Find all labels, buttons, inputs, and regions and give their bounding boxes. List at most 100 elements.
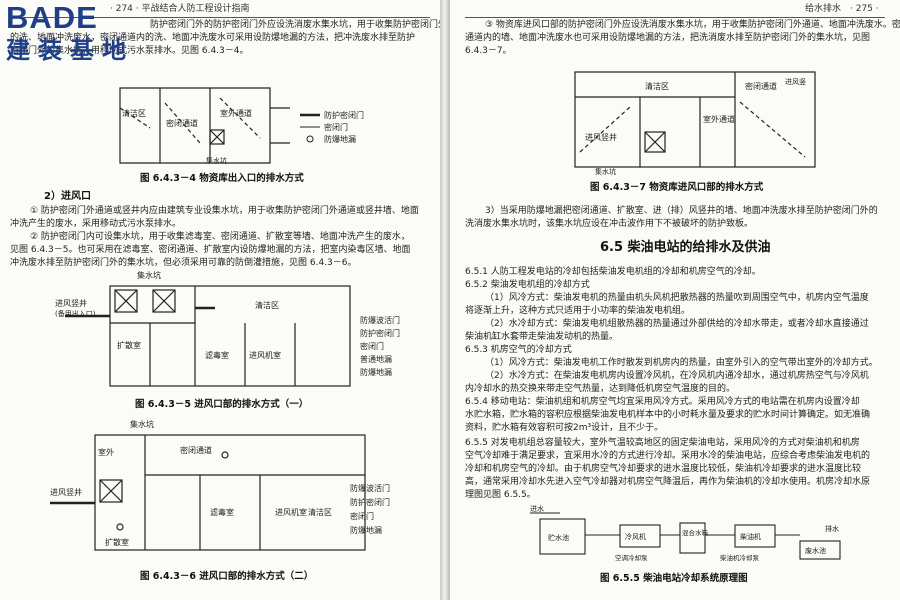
right-page-header: 给水排水	[805, 4, 842, 14]
figure-caption-6-4-3-6: 图 6.4.3－6 进风口部的排水方式（二）	[140, 571, 314, 582]
fig5-label-out: 排水	[825, 524, 839, 533]
body-line: 理图见图 6.5.5。	[465, 490, 536, 500]
figure-caption-6-4-3-4: 图 6.4.3－4 物资库出入口的排水方式	[140, 173, 304, 184]
body-line: 柴油机缸水套带走柴油发动机的热量。	[465, 332, 619, 342]
fig1-label-clean: 清洁区	[122, 108, 146, 118]
book-gutter	[440, 0, 450, 600]
section-6-5-title: 6.5 柴油电站的给排水及供油	[600, 240, 771, 255]
fig2-label-expansion: 扩散室	[117, 340, 141, 350]
body-line: 6.5.4 移动电站：柴油机组和机房空气均宜采用风冷方式。采用风冷方式的电站需在…	[465, 397, 860, 407]
right-page-number: · 275 ·	[850, 4, 879, 14]
fig1-label-pit: 集水坑	[206, 156, 227, 165]
figure-6-5-5: 进水 贮水池 冷风机 空调冷却泵 混合水箱 柴油机 柴油机冷却泵 废水池 排水	[530, 504, 841, 562]
fig4-label-corridor: 密闭通道	[745, 81, 777, 91]
body-line: 高，通常采用冷却水先进入空气冷却器对机房空气降温后，再作为柴油机的冷却水使用。机…	[465, 477, 871, 487]
fig2-legend-4: 普通地漏	[360, 354, 392, 364]
brand-logo: BADE 建装基地	[6, 0, 134, 65]
figure-caption-6-4-3-7: 图 6.4.3－7 物资库进风口部的排水方式	[590, 182, 764, 193]
p4-line-1: 3）当采用防爆地漏把密闭通道、扩散室、进（排）风竖井的墙、地面冲洗废水排至防护密…	[485, 206, 878, 216]
fig5-label-dpump: 柴油机冷却泵	[720, 553, 760, 562]
fig1-legend-1: 防护密闭门	[324, 110, 364, 120]
body-line: 资料，贮水箱有效容积可按2m³设计，且不少于。	[465, 423, 664, 433]
fig3-label-clean: 清洁区	[308, 507, 332, 517]
fig3-legend-4: 防爆地漏	[350, 525, 382, 535]
body-line: 水贮水箱，贮水箱的容积应根据柴油发电机样本中的小时耗水量及要求的贮水时间计算确定…	[465, 410, 871, 420]
p3-line-3: 6.4.3－7。	[465, 46, 512, 56]
fig1-legend-2: 密闭门	[324, 122, 348, 132]
fig2-legend-5: 防爆地漏	[360, 367, 392, 377]
fig3-label-expansion: 扩散室	[105, 537, 129, 547]
p3-line-1: ③ 物资库进风口部的防护密闭门外应设洗消废水集水坑，用于收集防护密闭门外通道、地…	[485, 20, 900, 30]
section-air-intake-title: 2）进风口	[44, 191, 91, 202]
fig5-label-drain: 废水池	[805, 546, 826, 555]
header-rule	[20, 17, 430, 18]
fig1-legend-3: 防爆地漏	[324, 134, 356, 144]
figure-6-4-3-6: 集水坑 密闭通道 室外 进风竖井 扩散室 滤毒室 进风机室 清洁区 防爆波活门 …	[50, 419, 390, 551]
fig2-legend-2: 防护密闭门	[360, 328, 400, 338]
figure-6-4-3-7: 清洁区 密闭通道 室外通道 进风竖井 集水坑 进风竖	[574, 71, 816, 176]
body-line: 6.5.5 对发电机组总容量较大，室外气温较高地区的固定柴油电站，采用风冷的方式…	[465, 438, 860, 448]
p3-line-2: 通道内的墙、地面冲洗废水也可采用设防爆地漏的方法，把洗消废水排至防护密闭门外的集…	[465, 33, 871, 43]
fig2-label-clean: 清洁区	[255, 300, 279, 310]
fig3-label-pit: 集水坑	[130, 419, 154, 429]
sec2-line-3: ② 防护密闭门内可设集水坑，用于收集滤毒室、密闭通道、扩散室等墙、地面冲洗产生的…	[30, 232, 410, 242]
fig3-legend: 防爆波活门 防护密闭门 密闭门 防爆地漏	[350, 483, 390, 535]
fig4-label-pit: 集水坑	[595, 167, 616, 176]
legend-drain-mark	[306, 135, 314, 143]
body-line: 6.5.2 柴油发电机组的冷却方式	[465, 280, 590, 290]
body-line: 空气冷却难于满足要求，宜采用水冷的方式进行冷却。采用水冷的柴油电站，应综合考虑柴…	[465, 451, 871, 461]
fig4-label-clean: 清洁区	[645, 81, 669, 91]
fig5-label-mixer: 混合水箱	[682, 528, 709, 537]
right-page: 给水排水 · 275 · ③ 物资库进风口部的防护密闭门外应设洗消废水集水坑，用…	[450, 0, 900, 600]
fig5-label-in: 进水	[530, 504, 544, 513]
fig2-legend-3: 密闭门	[360, 341, 384, 351]
fig4-label-wall: 进风竖	[785, 77, 806, 86]
fig2-label-pit: 集水坑	[137, 270, 161, 280]
figure-6-4-3-5: 集水坑 进风竖井 (备用出入口) 扩散室 滤毒室 清洁区 进风机室 防爆波活门 …	[55, 270, 400, 387]
sec2-line-2: 冲洗产生的废水，采用移动式污水泵排水。	[10, 219, 182, 229]
fig2-label-filter: 滤毒室	[205, 350, 229, 360]
sec2-line-5: 冲洗废水排至防护密闭门外的集水坑，但必须采用可靠的防倒灌措施，见图 6.4.3－…	[10, 258, 357, 268]
fig3-label-outdoor: 室外	[98, 447, 114, 457]
left-page-header: · 274 · 平战结合人防工程设计指南	[110, 4, 250, 14]
brand-logo-chinese: 建装基地	[6, 36, 134, 64]
body-line: 内冷却水的热交换来带走空气热量，达到降低机房空气温度的目的。	[465, 384, 736, 394]
fig3-label-shaft: 进风竖井	[50, 487, 82, 497]
left-page: · 274 · 平战结合人防工程设计指南 防护密闭门外的防护密闭门外应设洗消废水…	[0, 0, 440, 600]
fig3-legend-2: 防护密闭门	[350, 497, 390, 507]
body-line: 6.5.1 人防工程发电站的冷却包括柴油发电机组的冷却和机房空气的冷却。	[465, 267, 761, 277]
fig2-label-fanroom: 进风机室	[249, 350, 281, 360]
body-line: 6.5.3 机房空气的冷却方式	[465, 345, 572, 355]
p4-line-2: 洗消废水集水坑时，该集水坑应设在冲击波作用下不被破坏的防护致板。	[465, 219, 754, 229]
fig2-label-shaft-note: (备用出入口)	[55, 309, 96, 318]
sec2-line-1: ① 防护密闭门外通道或竖井内应由建筑专业设集水坑，用于收集防护密闭门外通道或竖井…	[30, 206, 419, 216]
fig2-legend-1: 防爆波活门	[360, 315, 400, 325]
fig3-legend-1: 防爆波活门	[350, 483, 390, 493]
figure-caption-6-4-3-5: 图 6.4.3－5 进风口部的排水方式（一）	[135, 399, 309, 410]
body-line: 将逐渐上升，这种方式只适用于小功率的柴油发电机组。	[465, 306, 691, 316]
fig2-legend: 防爆波活门 防护密闭门 密闭门 普通地漏 防爆地漏	[360, 315, 400, 377]
fig3-label-fanroom: 进风机室	[275, 507, 307, 517]
fig3-label-corridor: 密闭通道	[180, 445, 212, 455]
intro-line-3: 密闭门外的集水坑，用移动式污水泵排水。见图 6.4.3－4。	[10, 46, 249, 56]
intro-line-1: 防护密闭门外的防护密闭门外应设洗消废水集水坑，用于收集防护密闭门外通道	[150, 20, 440, 30]
fig5-label-pump: 空调冷却泵	[615, 553, 648, 562]
fig5-label-diesel: 柴油机	[740, 532, 761, 541]
fig5-label-cooler: 冷风机	[625, 532, 646, 541]
fig3-label-filter: 滤毒室	[210, 507, 234, 517]
fig1-label-corridor: 密闭通道	[166, 118, 198, 128]
body-line: 冷却和机房空气的冷却。由于机房空气冷却要求的进水温度比较低，柴油机冷却要求的进水…	[465, 464, 862, 474]
body-line: （1）风冷方式：柴油发电机的热量由机头风机把散热器的热量吹到周围空气中，机房内空…	[485, 293, 869, 303]
brand-logo-text: BADE	[6, 0, 98, 35]
figure-caption-6-5-5: 图 6.5.5 柴油电站冷却系统原理图	[600, 573, 748, 584]
body-line: （2）水冷方式：在柴油发电机房内设置冷风机，在冷风机内通冷却水，通过机房热空气与…	[485, 371, 869, 381]
fig4-label-outdoor: 室外通道	[703, 114, 735, 124]
body-line: （2）水冷却方式：柴油发电机组散热器的热量通过外部供给的冷却水带走，或者冷却水直…	[485, 319, 869, 329]
figure-6-4-3-4: 清洁区 密闭通道 室外通道 集水坑 防护密闭门 密闭门 防爆地漏	[119, 87, 364, 165]
header-rule	[465, 17, 885, 18]
fig1-legend: 防护密闭门 密闭门 防爆地漏	[300, 110, 364, 144]
fig3-legend-3: 密闭门	[350, 511, 374, 521]
intro-line-2: 的洗、地面冲洗废水，密闭通道内的洗、地面冲洗废水可采用设防爆地漏的方法，把冲洗废…	[10, 33, 416, 43]
fig5-label-tank: 贮水池	[548, 533, 569, 542]
fig2-label-shaft: 进风竖井	[55, 298, 87, 308]
